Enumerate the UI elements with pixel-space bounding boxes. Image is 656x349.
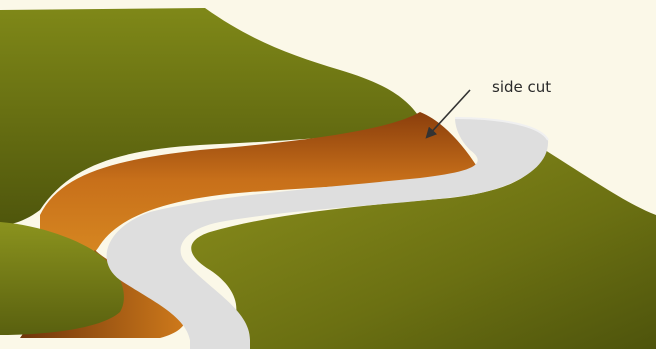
side-cut-label: side cut <box>492 78 551 96</box>
